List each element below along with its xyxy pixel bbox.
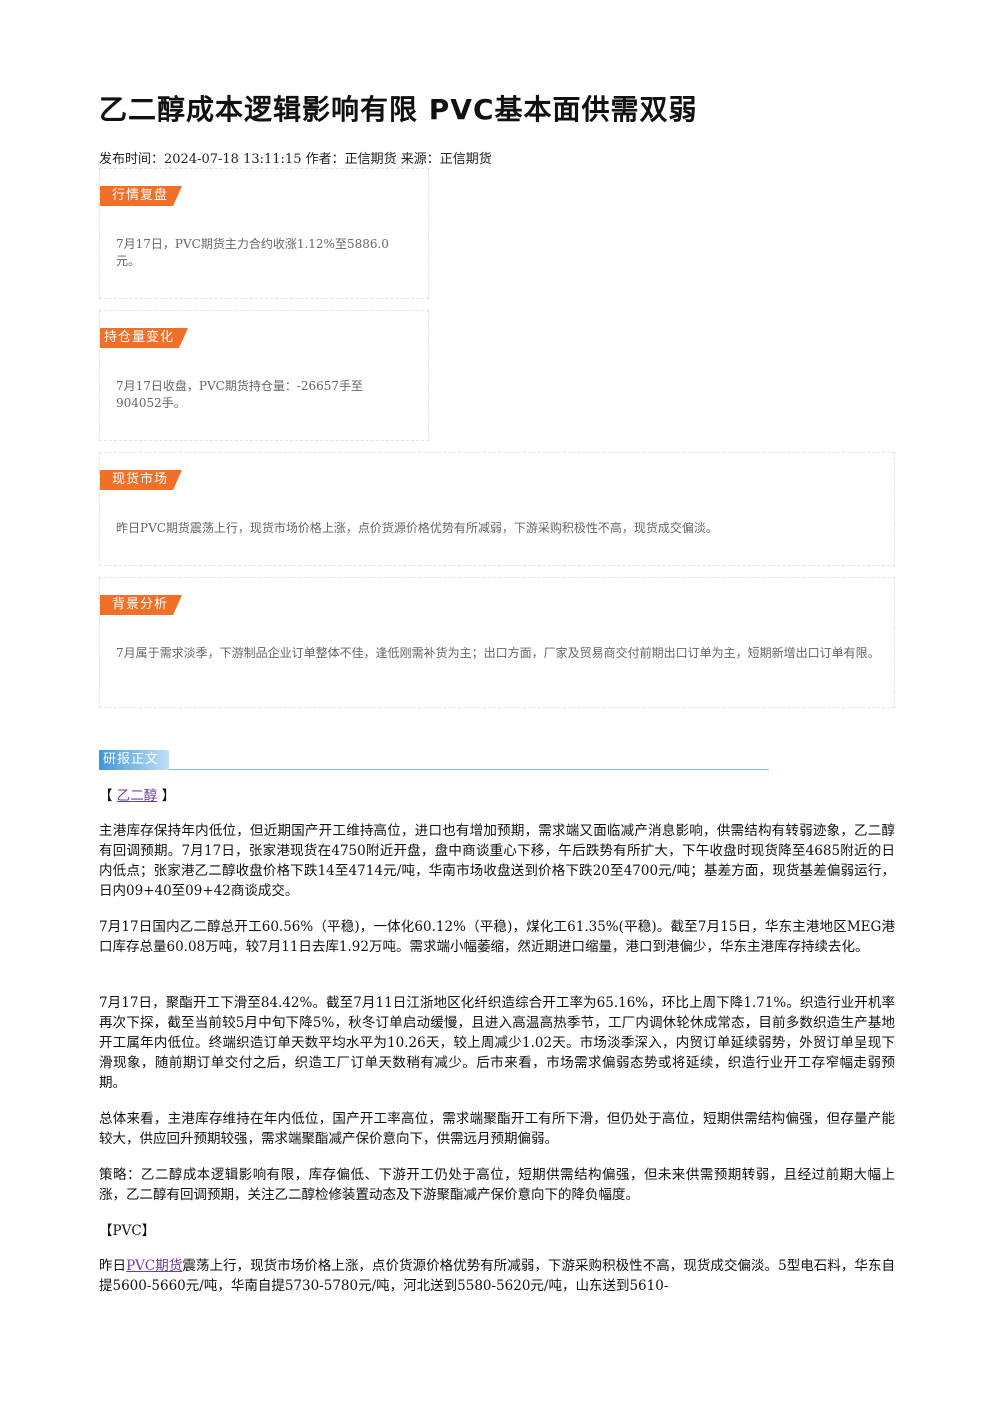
eg-paragraph-4: 总体来看，主港库存维持在年内低位，国产开工率高位，需求端聚酯开工有所下滑，但仍处… — [99, 1111, 895, 1147]
background-analysis-text: 7月属于需求淡季，下游制品企业订单整体不佳，逢低刚需补货为主；出口方面，厂家及贸… — [116, 646, 880, 660]
report-section-tag: 研报正文 — [99, 750, 170, 770]
pvc-paragraph-rest: 震荡上行，现货市场价格上涨，点价货源价格优势有所减弱，下游采购积极性不高，现货成… — [99, 1258, 896, 1294]
pvc-prefix: 昨日 — [99, 1258, 127, 1274]
position-change-tag: 持仓量变化 — [100, 328, 188, 348]
position-change-text: 7月17日收盘，PVC期货持仓量：-26657手至904052手。 — [116, 379, 364, 410]
background-analysis-tag: 背景分析 — [100, 595, 182, 615]
pvc-heading: 【PVC】 — [99, 1223, 156, 1239]
spot-market-text: 昨日PVC期货震荡上行，现货市场价格上涨，点价货源价格优势有所减弱，下游采购积极… — [116, 521, 718, 535]
pvc-futures-link[interactable]: PVC期货 — [126, 1258, 183, 1274]
position-change-box: 持仓量变化 7月17日收盘，PVC期货持仓量：-26657手至904052手。 — [99, 310, 429, 441]
pvc-paragraph-1: 昨日PVC期货震荡上行，现货市场价格上涨，点价货源价格优势有所减弱，下游采购积极… — [99, 1256, 895, 1296]
market-review-tag: 行情复盘 — [100, 186, 182, 206]
spot-market-tag: 现货市场 — [100, 470, 182, 490]
eg-link[interactable]: 乙二醇 — [116, 788, 158, 804]
eg-paragraph-5: 策略：乙二醇成本逻辑影响有限，库存偏低、下游开工仍处于高位，短期供需结构偏强，但… — [99, 1167, 895, 1203]
eg-paragraph-1: 主港库存保持年内低位，但近期国产开工维持高位，进口也有增加预期，需求端又面临减产… — [99, 823, 895, 899]
market-review-box: 行情复盘 7月17日，PVC期货主力合约收涨1.12%至5886.0元。 — [99, 168, 429, 299]
eg-paragraph-2: 7月17日国内乙二醇总开工60.56%（平稳)，一体化60.12%（平稳)，煤化… — [99, 919, 895, 955]
eg-bracket-open: 【 — [99, 788, 113, 804]
article-meta: 发布时间：2024-07-18 13:11:15 作者：正信期货 来源：正信期货 — [99, 152, 492, 167]
article-title: 乙二醇成本逻辑影响有限 PVC基本面供需双弱 — [99, 93, 698, 126]
eg-heading: 【 乙二醇 】 — [99, 786, 175, 806]
market-review-text: 7月17日，PVC期货主力合约收涨1.12%至5886.0元。 — [116, 237, 389, 268]
eg-paragraph-3: 7月17日，聚酯开工下滑至84.42%。截至7月11日江浙地区化纤织造综合开工率… — [99, 995, 895, 1091]
background-analysis-box: 背景分析 7月属于需求淡季，下游制品企业订单整体不佳，逢低刚需补货为主；出口方面… — [99, 577, 895, 708]
spot-market-box: 现货市场 昨日PVC期货震荡上行，现货市场价格上涨，点价货源价格优势有所减弱，下… — [99, 452, 895, 566]
eg-bracket-close: 】 — [161, 788, 176, 804]
report-section-header: 研报正文 — [99, 750, 769, 770]
